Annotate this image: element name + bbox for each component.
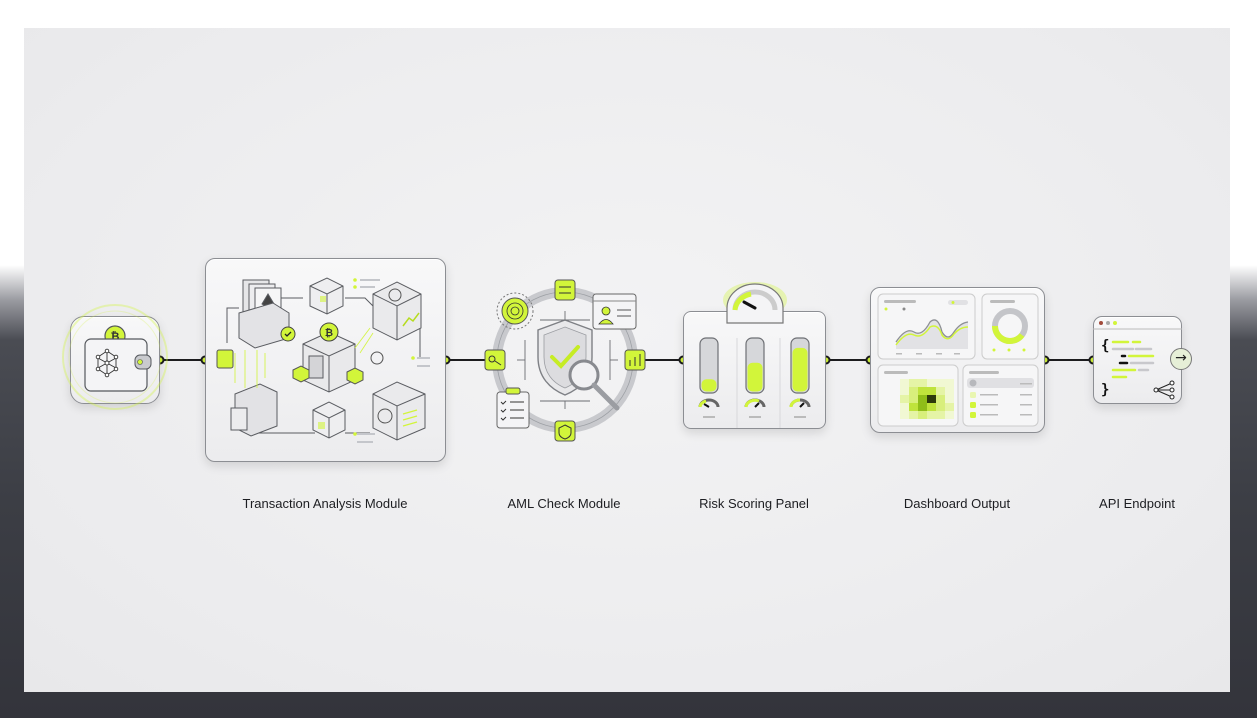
key-icon [484,349,506,371]
blockchain-cubes-icon: ₿ [216,277,430,443]
heatmap-cell [900,395,909,403]
heatmap-cell [909,411,918,419]
heatmap-cell [909,379,918,387]
heatmap-cell [900,379,909,387]
mini-gauges [698,398,811,418]
fingerprint-icon [496,292,534,330]
dashboard-icon [877,293,1039,427]
stage-label-risk-scoring: Risk Scoring Panel [699,496,809,511]
stage-api-endpoint[interactable] [1093,316,1182,404]
share-network-icon [1153,380,1175,400]
heatmap-cell [927,403,936,411]
heatmap-cell [909,395,918,403]
risk-bar-track [699,337,719,394]
heatmap-cell [936,411,945,419]
heatmap-cell [945,395,954,403]
heatmap-cell [927,411,936,419]
heatmap-cell [900,403,909,411]
heatmap-cell [909,387,918,395]
heatmap-cell [945,387,954,395]
svg-text:₿: ₿ [111,330,120,343]
heatmap-cell [945,411,954,419]
heatmap-cell [936,379,945,387]
risk-bar-fill [701,379,717,392]
heatmap-cell [900,411,909,419]
gauge-bars-icon [698,282,811,428]
heatmap-cell [945,403,954,411]
heatmap-cell [918,403,927,411]
stage-label-aml-check: AML Check Module [507,496,621,511]
heatmap-cell [945,379,954,387]
svg-text:}: } [1101,382,1109,398]
heatmap-cell [936,403,945,411]
heatmap-cell [936,387,945,395]
heatmap-cell [918,379,927,387]
analytics-icon [624,349,646,371]
code-window-icon: { } [1093,321,1182,400]
connector-risk-dashboard [821,355,875,365]
heatmap-cell [918,387,927,395]
arrow-right-button[interactable]: → [1170,348,1192,370]
heatmap-cell [918,395,927,403]
crypto-wallet-icon: ₿ [62,304,168,410]
heatmap-cell [927,387,936,395]
magnifier-icon [568,359,620,411]
heatmap-cell [927,379,936,387]
stage-label-dashboard-output: Dashboard Output [903,496,1011,511]
svg-text:{: { [1101,338,1109,354]
svg-text:₿: ₿ [325,327,333,339]
stage-label-api-endpoint: API Endpoint [1099,496,1175,511]
risk-bar-fill [792,347,808,392]
aml-check-diagram[interactable] [480,275,650,445]
id-card-icon [592,293,637,330]
heatmap-cell [909,403,918,411]
checklist-node [554,279,576,301]
shield-small-icon [554,420,576,442]
heatmap-cell [918,411,927,419]
heatmap-cell [927,395,936,403]
risk-bar-fill [747,362,763,392]
connector-dashboard-api [1040,355,1098,365]
heatmap-cell [900,387,909,395]
clipboard-icon [496,387,530,429]
stage-label-transaction-analysis: Transaction Analysis Module [242,496,408,511]
heatmap-cell [936,395,945,403]
